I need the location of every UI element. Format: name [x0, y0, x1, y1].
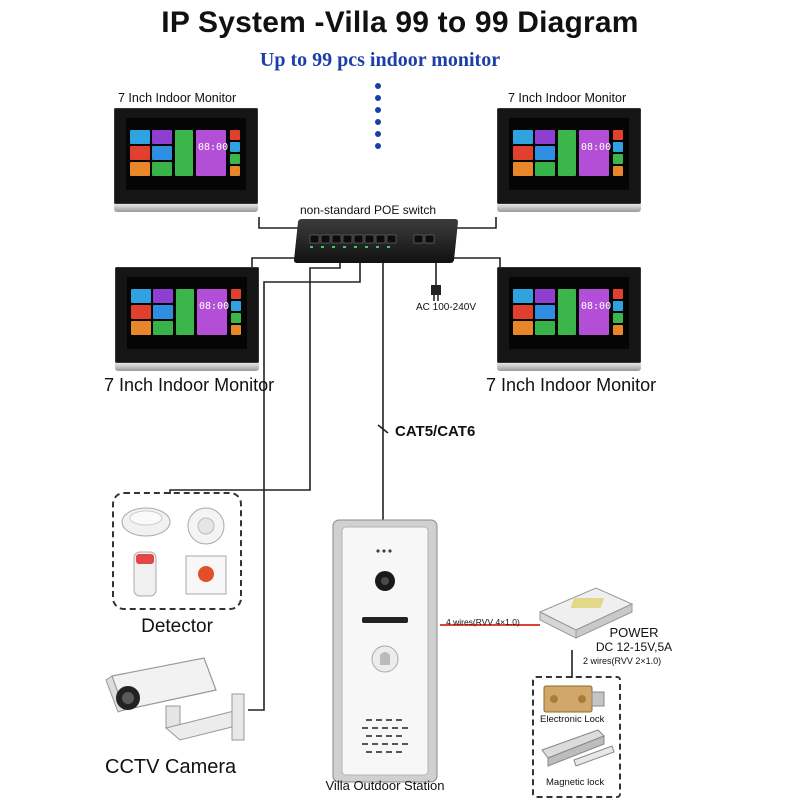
- monitor-label-mid-left: 7 Inch Indoor Monitor: [104, 375, 275, 395]
- dot: [375, 131, 381, 137]
- detector-devices: [121, 507, 227, 597]
- monitor-label-top-left: 7 Inch Indoor Monitor: [118, 91, 237, 105]
- magnetic-lock-label: Magnetic lock: [546, 777, 605, 788]
- indoor-monitor-mid-right: 08:00: [497, 267, 641, 371]
- ac-power-label: AC 100-240V: [416, 302, 477, 313]
- cctv-camera-icon: [105, 657, 245, 741]
- indoor-monitor-mid-left: 08:00: [115, 267, 259, 371]
- cctv-label: CCTV Camera: [105, 756, 237, 778]
- cable-top-right: [452, 217, 497, 229]
- dot: [375, 95, 381, 101]
- poe-switch: [293, 219, 459, 263]
- dot: [375, 83, 381, 89]
- electronic-lock-icon: [543, 685, 605, 713]
- cable-top-left: [258, 217, 300, 229]
- clock-readout: 08:00: [198, 142, 229, 153]
- power-output-wires-label: 2 wires(RVV 2×1.0): [583, 656, 662, 666]
- monitor-screen: 08:00: [126, 118, 246, 190]
- led-dots: [376, 549, 392, 553]
- cable-type-label: CAT5/CAT6: [395, 423, 476, 440]
- electronic-lock-label: Electronic Lock: [540, 714, 605, 725]
- ir-strip: [362, 617, 408, 623]
- dot: [375, 143, 381, 149]
- panic-button-icon: [185, 555, 227, 595]
- speaker-grille: [362, 719, 408, 753]
- power-spec: DC 12-15V,5A: [595, 640, 673, 654]
- magnetic-lock-icon: [541, 729, 615, 767]
- detector-label: Detector: [141, 616, 213, 637]
- pir-sensor-icon: [133, 551, 157, 597]
- cable-mid-right: [452, 257, 501, 268]
- villa-outdoor-station: [332, 519, 438, 783]
- dot: [375, 107, 381, 113]
- indoor-monitor-top-right: 08:00: [497, 108, 641, 212]
- monitor-screen: 08:00: [509, 277, 629, 349]
- cable-break-mark: [377, 424, 389, 434]
- detector-group: [112, 492, 242, 610]
- monitor-screen: 08:00: [509, 118, 629, 190]
- outdoor-station-label: Villa Outdoor Station: [325, 778, 445, 793]
- lock-devices: [541, 685, 615, 767]
- power-supply-unit: [538, 587, 634, 639]
- plug-icon: [431, 285, 441, 301]
- cable-cctv: [248, 262, 361, 711]
- cable-detector: [169, 262, 341, 494]
- lock-group: [532, 676, 621, 798]
- dot: [375, 119, 381, 125]
- poe-switch-label: non-standard POE switch: [300, 203, 437, 217]
- clock-readout: 08:00: [199, 301, 230, 312]
- cable-mid-left: [251, 257, 300, 268]
- diagram-subtitle: Up to 99 pcs indoor monitor: [259, 49, 501, 71]
- power-input-wires-label: 4 wires(RVV 4×1.0): [446, 617, 520, 627]
- monitor-screen: 08:00: [127, 277, 247, 349]
- smoke-detector-icon: [121, 507, 171, 537]
- monitor-label-mid-right: 7 Inch Indoor Monitor: [486, 375, 657, 395]
- clock-readout: 08:00: [581, 301, 612, 312]
- clock-readout: 08:00: [581, 142, 612, 153]
- indoor-monitor-top-left: 08:00: [114, 108, 258, 212]
- diagram-title: IP System -Villa 99 to 99 Diagram: [161, 6, 639, 39]
- monitor-label-top-right: 7 Inch Indoor Monitor: [508, 91, 627, 105]
- poe-ports: [309, 234, 435, 248]
- gas-detector-icon: [187, 507, 225, 545]
- power-title: POWER: [609, 625, 659, 640]
